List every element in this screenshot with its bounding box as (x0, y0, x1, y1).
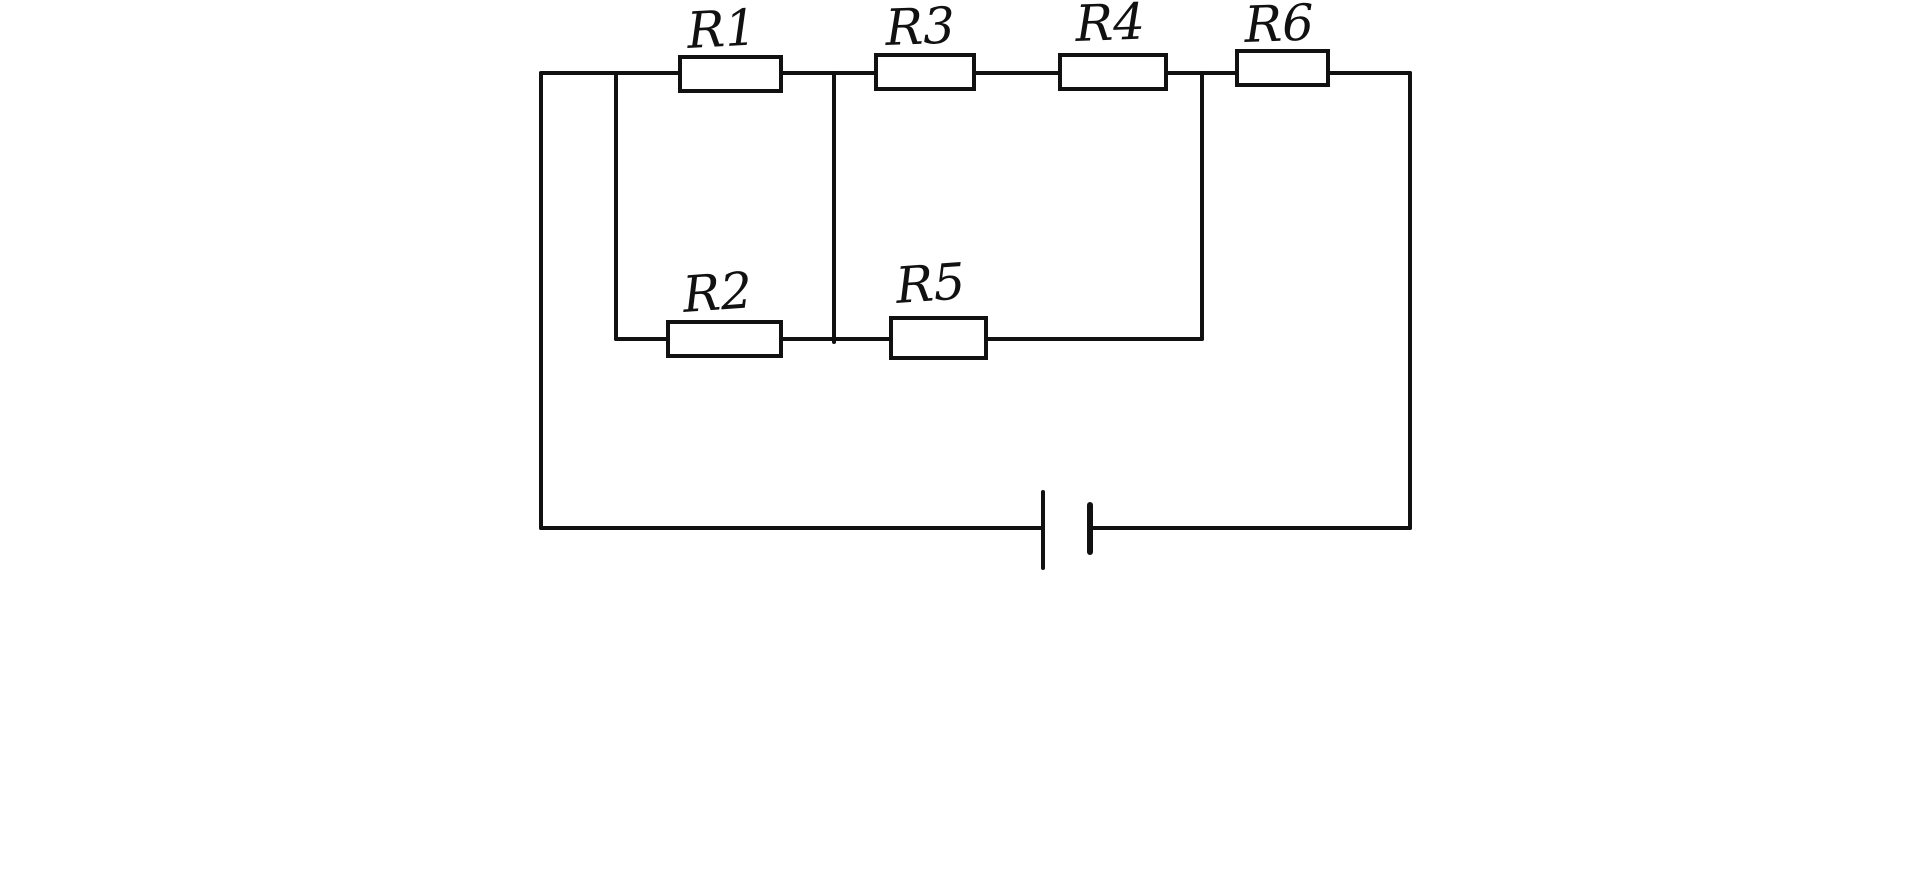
resistor-r1-box (678, 55, 783, 93)
resistor-r2-box (666, 320, 783, 358)
resistor-r6: R6 (1235, 0, 1330, 87)
resistor-r2: R2 (666, 261, 783, 358)
resistor-r4-box (1058, 53, 1168, 91)
resistor-r3: R3 (874, 0, 976, 91)
resistor-r4: R4 (1058, 0, 1168, 91)
resistor-r3-label: R3 (883, 0, 955, 57)
resistor-r6-box (1235, 49, 1330, 87)
battery-symbol (1041, 490, 1093, 570)
resistor-r5-box (889, 316, 988, 360)
resistor-r5: R5 (889, 252, 988, 360)
resistor-r6-label: R6 (1242, 0, 1314, 54)
resistor-r2-label: R2 (680, 261, 754, 324)
resistor-r3-box (874, 53, 976, 91)
wires (539, 71, 1412, 530)
resistor-r5-label: R5 (893, 252, 967, 315)
resistor-r1-label: R1 (685, 0, 758, 60)
resistor-r1: R1 (678, 0, 783, 93)
resistor-r4-label: R4 (1073, 0, 1145, 53)
